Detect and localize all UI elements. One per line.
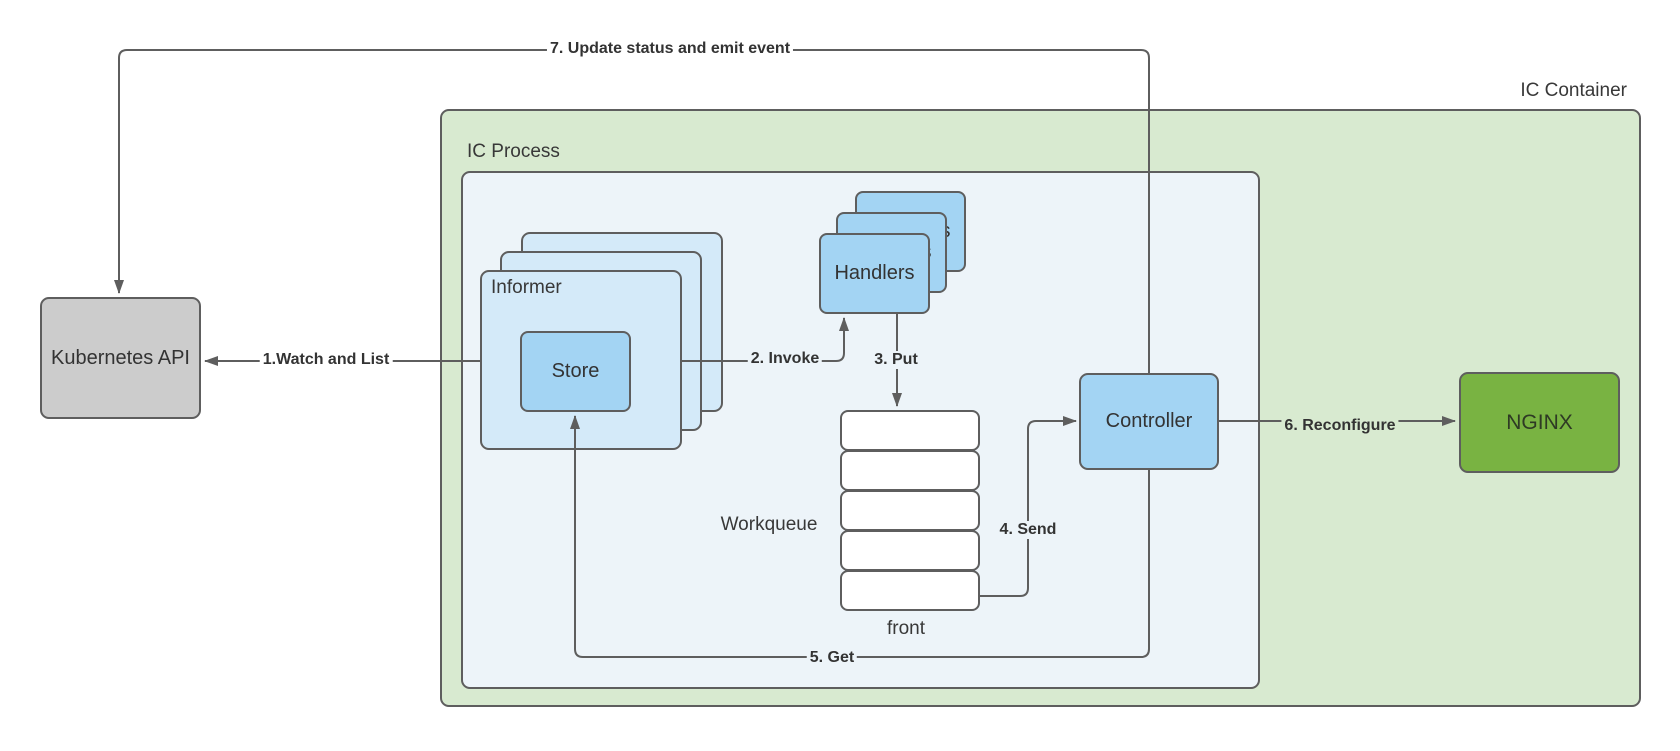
kubernetes-api-label: Kubernetes API xyxy=(51,346,190,369)
kubernetes-api-box: Kubernetes API xyxy=(40,297,201,419)
controller-label: Controller xyxy=(1105,410,1193,432)
ic-container-label: IC Container xyxy=(1520,80,1627,101)
edge-5-label: 5. Get xyxy=(806,649,858,667)
edge-4-label: 4. Send xyxy=(996,521,1060,539)
ic-process-label: IC Process xyxy=(467,141,560,162)
workqueue-cell xyxy=(840,410,980,451)
workqueue-cell xyxy=(840,570,980,611)
handlers-box-front: Handlers xyxy=(819,233,930,314)
nginx-box: NGINX xyxy=(1459,372,1620,473)
edge-1-label: 1.Watch and List xyxy=(259,351,393,369)
edge-3-label: 3. Put xyxy=(871,351,921,369)
store-box: Store xyxy=(520,331,631,412)
workqueue-cell xyxy=(840,530,980,571)
edge-2-label: 2. Invoke xyxy=(747,350,823,368)
handlers-label: Handlers xyxy=(834,262,915,284)
store-label: Store xyxy=(551,360,600,382)
edge-7-label: 7. Update status and emit event xyxy=(546,40,794,58)
nginx-label: NGINX xyxy=(1506,410,1573,434)
informer-label: Informer xyxy=(491,277,562,298)
edge-6-label: 6. Reconfigure xyxy=(1281,417,1399,435)
workqueue-cell xyxy=(840,490,980,531)
workqueue-cell xyxy=(840,450,980,491)
workqueue-label: Workqueue xyxy=(720,514,818,535)
workqueue-front-label: front xyxy=(886,618,926,639)
controller-box: Controller xyxy=(1079,373,1219,470)
